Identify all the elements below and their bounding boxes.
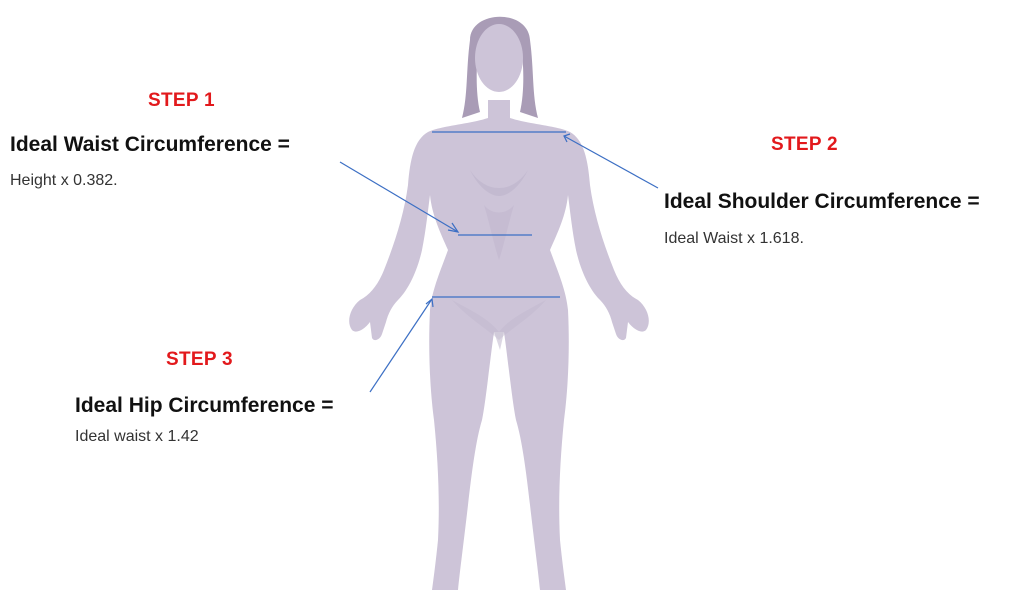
hip-formula-title: Ideal Hip Circumference =: [75, 394, 334, 418]
step-2-label: STEP 2: [771, 134, 838, 156]
shoulder-formula-text: Ideal Waist x 1.618.: [664, 230, 804, 248]
step-3-label: STEP 3: [166, 349, 233, 371]
head: [475, 24, 523, 92]
waist-formula-text: Height x 0.382.: [10, 172, 118, 190]
hip-formula-text: Ideal waist x 1.42: [75, 428, 199, 446]
step-1-label: STEP 1: [148, 90, 215, 112]
female-body-silhouette: [349, 17, 649, 590]
waist-formula-title: Ideal Waist Circumference =: [10, 133, 290, 157]
shoulder-formula-title: Ideal Shoulder Circumference =: [664, 190, 980, 214]
